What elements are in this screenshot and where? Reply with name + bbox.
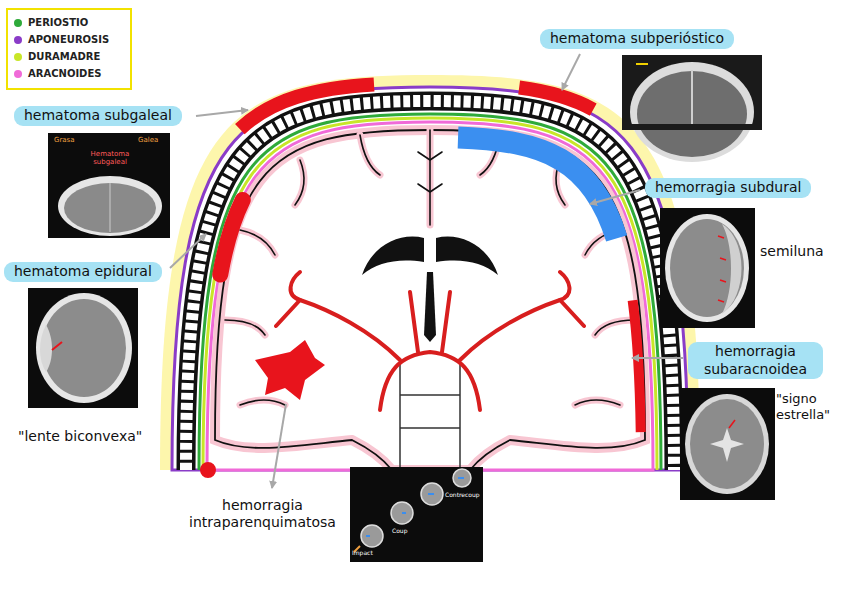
legend-swatch [14, 19, 22, 27]
periosteum-line [199, 114, 661, 470]
scalp [160, 75, 700, 470]
skull-band [186, 101, 674, 470]
region-caption: hemorragia intraparenquimatosa [180, 497, 345, 531]
skull-diploe [186, 101, 674, 470]
legend-swatch [14, 70, 22, 78]
ct-subdural [660, 208, 755, 328]
sign-note: "lente biconvexa" [18, 428, 142, 445]
label-band: hematoma subgaleal [14, 106, 182, 126]
subgaleal-hematoma [168, 83, 692, 470]
epidural-hematoma [208, 123, 652, 470]
ct-intraparenchymal [350, 467, 483, 562]
band-text: hematoma subperióstico [550, 30, 724, 48]
sign-note: semiluna [760, 243, 824, 260]
subperiosteal-hematoma [168, 83, 692, 470]
leader-arrows [170, 54, 683, 488]
legend-text: DURAMADRE [28, 51, 100, 62]
legend-row: APONEUROSIS [14, 31, 124, 48]
image-annotation: Hematoma subgaleal [88, 150, 132, 167]
label-band: hematoma subperióstico [540, 29, 734, 49]
image-annotation: Contrecoup [445, 491, 480, 498]
label-band: hemorragia subaracnoidea [688, 342, 823, 379]
dura-line [203, 118, 657, 470]
legend-row: ARACNOIDES [14, 65, 124, 82]
ct-epidural [28, 288, 138, 408]
sign-note: "signo estrella" [776, 391, 842, 422]
ct-subperiosteal [622, 55, 762, 162]
legend-swatch [14, 53, 22, 61]
band-text: hematoma epidural [14, 263, 152, 281]
legend-row: DURAMADRE [14, 48, 124, 65]
image-annotation: Grasa [54, 136, 75, 144]
band-text: hemorragia subaracnoidea [698, 343, 813, 378]
brain-outline [215, 130, 645, 470]
legend-row: PERIOSTIO [14, 14, 124, 31]
image-annotation: Coup [392, 527, 407, 534]
legend-box: PERIOSTIO APONEUROSIS DURAMADRE ARACNOIDES [6, 8, 132, 90]
intraparenchymal-hemorrhage [255, 340, 325, 400]
ct-subgaleal [48, 133, 170, 238]
subdural-hemorrhage [222, 137, 638, 470]
ventricles [362, 237, 498, 342]
label-band: hemorragia subdural [645, 178, 811, 198]
brainstem [400, 360, 460, 470]
image-annotation: Impact [352, 549, 373, 556]
label-band: hematoma epidural [4, 262, 162, 282]
arachnoid-line [207, 122, 653, 470]
legend-text: APONEUROSIS [28, 34, 109, 45]
image-annotation: Galea [138, 136, 158, 144]
aponeurosis-line [172, 87, 688, 470]
vessels [276, 272, 584, 410]
legend-swatch [14, 36, 22, 44]
subarachnoid-hemorrhage [219, 134, 641, 470]
legend-text: ARACNOIDES [28, 68, 101, 79]
ct-subarachnoid [680, 388, 775, 500]
band-text: hematoma subgaleal [24, 107, 172, 125]
brain-glow [215, 130, 645, 470]
legend-text: PERIOSTIO [28, 17, 88, 28]
band-text: hemorragia subdural [655, 179, 801, 197]
